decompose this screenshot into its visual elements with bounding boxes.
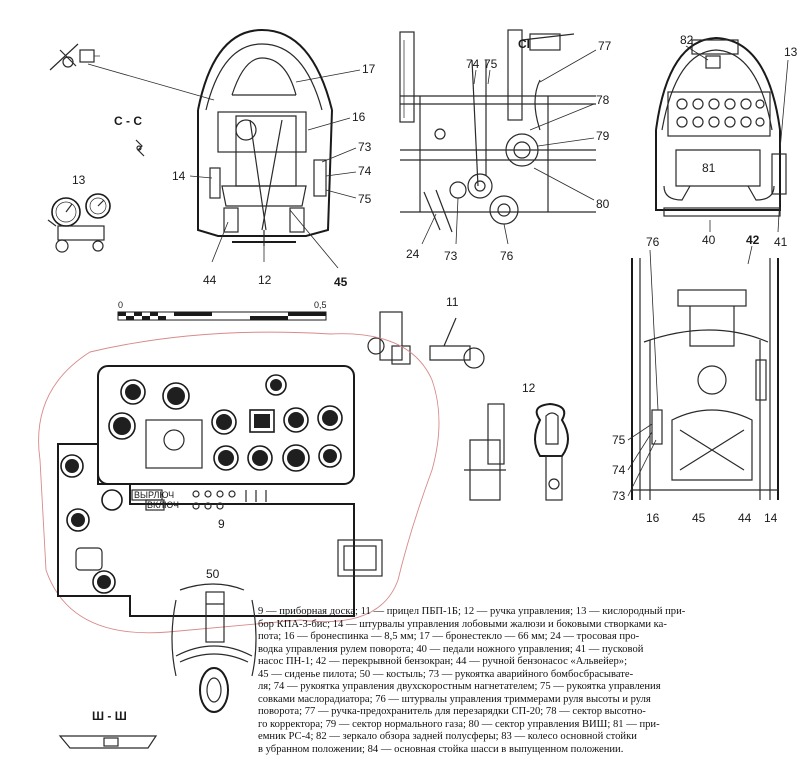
- svg-text:CI: CI: [518, 37, 530, 51]
- svg-text:14: 14: [172, 169, 186, 183]
- svg-text:44: 44: [203, 273, 217, 287]
- svg-text:12: 12: [522, 381, 536, 395]
- control-stick: 12: [464, 381, 569, 501]
- svg-text:Ш - Ш: Ш - Ш: [92, 709, 127, 723]
- tail-gear: 50: [171, 567, 257, 713]
- svg-text:75: 75: [484, 57, 498, 71]
- sight-device: 11: [367, 295, 485, 369]
- scale-bar: 0 0,5: [117, 300, 327, 321]
- section-label-sh: Ш - Ш: [58, 709, 158, 749]
- svg-text:13: 13: [784, 45, 798, 59]
- svg-text:79: 79: [596, 129, 610, 143]
- svg-text:75: 75: [358, 192, 372, 206]
- oxygen-apparatus: 13: [47, 173, 111, 253]
- gauge-row-1: [120, 374, 287, 410]
- svg-text:16: 16: [646, 511, 660, 525]
- svg-text:0: 0: [118, 300, 123, 310]
- svg-text:73: 73: [444, 249, 458, 263]
- svg-text:0,5: 0,5: [314, 300, 327, 310]
- instrument-panel: ВЫРЛЮЧ ВКЛЮЧ 9: [38, 331, 440, 634]
- cockpit-top-callouts: 82 13 81 40 42 41: [680, 33, 798, 265]
- gauge-row-3: [145, 419, 342, 472]
- svg-text:40: 40: [702, 233, 716, 247]
- legend-line: насос ПН-1; 42 — перекрывной бензокран; …: [258, 656, 628, 668]
- svg-text:73: 73: [612, 489, 626, 503]
- svg-text:42: 42: [746, 233, 760, 247]
- cockpit-plan-view: [631, 258, 779, 500]
- legend-line: в убранном положении; 84 — основная стой…: [258, 744, 624, 756]
- svg-text:80: 80: [596, 197, 610, 211]
- figure-legend: 9 — приборная доска; 11 — прицел ПБП-1Б;…: [258, 606, 806, 757]
- svg-text:41: 41: [774, 235, 788, 249]
- panel-lower-instruments: [60, 454, 383, 594]
- svg-text:9: 9: [218, 517, 225, 531]
- section-label-cc: С - С: [114, 114, 145, 157]
- svg-text:11: 11: [446, 295, 459, 309]
- svg-text:44: 44: [738, 511, 752, 525]
- svg-text:77: 77: [598, 39, 612, 53]
- legend-line: го корректора; 79 — сектор нормального г…: [258, 718, 660, 730]
- svg-text:73: 73: [358, 140, 372, 154]
- svg-text:С - С: С - С: [114, 114, 142, 128]
- legend-line: бор КПА-3-бис; 14 — штурвалы управления …: [258, 618, 667, 630]
- cockpit-plan-callouts: 76 75 74 73 16 45 44 14: [612, 235, 778, 525]
- svg-text:13: 13: [72, 173, 86, 187]
- panel-buttons: ВЫРЛЮЧ ВКЛЮЧ: [131, 489, 267, 511]
- svg-text:17: 17: [362, 62, 376, 76]
- svg-text:82: 82: [680, 33, 694, 47]
- legend-line: пота; 16 — бронеспинка — 8,5 мм; 17 — бр…: [258, 631, 640, 643]
- legend-line: 45 — сиденье пилота; 50 — костыль; 73 — …: [258, 668, 634, 680]
- svg-text:50: 50: [206, 567, 220, 581]
- svg-text:78: 78: [596, 93, 610, 107]
- legend-line: совками маслорадиатора; 76 — штурвалы уп…: [258, 693, 651, 705]
- svg-text:74: 74: [466, 57, 480, 71]
- legend-line: ля; 74 — рукоятка управления двухскорост…: [258, 681, 661, 693]
- svg-text:12: 12: [258, 273, 272, 287]
- controls-mechanism-view: CI: [399, 29, 596, 233]
- svg-text:45: 45: [692, 511, 706, 525]
- svg-text:74: 74: [612, 463, 626, 477]
- svg-text:16: 16: [352, 110, 366, 124]
- canopy-front-view: [197, 28, 333, 246]
- canopy-callouts: 17 16 73 74 75 14 44 12 45: [87, 62, 376, 289]
- svg-text:ВЫРЛЮЧ: ВЫРЛЮЧ: [134, 490, 174, 500]
- legend-line: 9 — приборная доска; 11 — прицел ПБП-1Б;…: [258, 606, 686, 617]
- sight-sketch-small: [49, 43, 100, 71]
- svg-text:14: 14: [764, 511, 778, 525]
- svg-text:24: 24: [406, 247, 420, 261]
- svg-text:76: 76: [500, 249, 514, 263]
- legend-line: поворота; 77 — ручка-предохранитель для …: [258, 706, 646, 718]
- svg-text:76: 76: [646, 235, 660, 249]
- gauge-row-2: [108, 405, 343, 440]
- svg-text:45: 45: [334, 275, 348, 289]
- legend-line: емник РС-4; 82 — зеркало обзора задней п…: [258, 731, 637, 743]
- svg-text:ВКЛЮЧ: ВКЛЮЧ: [147, 500, 179, 510]
- mechanism-callouts: 74 75 77 78 79 80 24 73 76: [406, 39, 612, 263]
- cockpit-top-view: [655, 36, 787, 217]
- svg-text:75: 75: [612, 433, 626, 447]
- legend-line: водка управления рулем поворота; 40 — пе…: [258, 643, 644, 655]
- svg-text:81: 81: [702, 161, 716, 175]
- svg-text:74: 74: [358, 164, 372, 178]
